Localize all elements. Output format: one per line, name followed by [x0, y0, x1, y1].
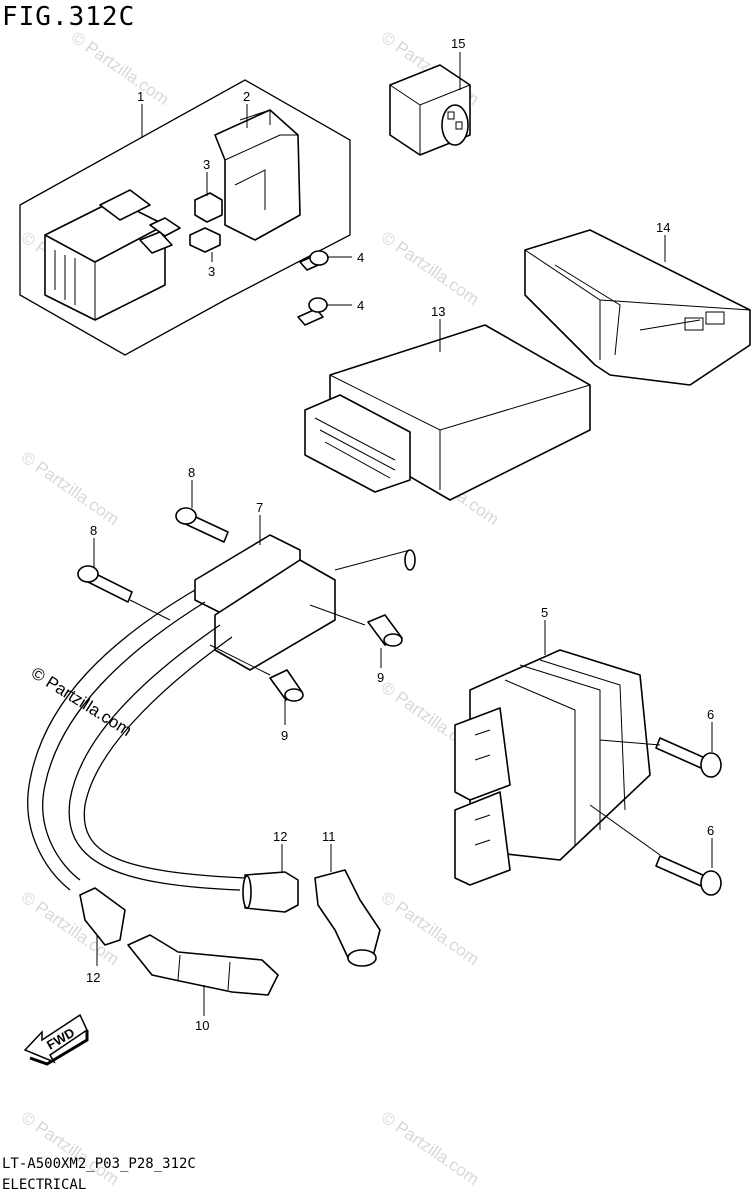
watermark-dark: © Partzilla.com: [28, 663, 135, 740]
part-2-relay-cover: [214, 109, 301, 241]
callout-5: 5: [541, 605, 548, 620]
part-12-plug-cap-right: [242, 871, 299, 913]
callout-12-right: 12: [273, 829, 287, 844]
watermark: © Partzilla.com: [378, 888, 483, 969]
callout-labels: 1 2 3 3 4 4 5 6 6 7 8 8 9 9 10 11 12 12 …: [86, 36, 714, 1033]
part-13-ecm-module: [304, 324, 591, 501]
callout-13: 13: [431, 304, 445, 319]
callout-15: 15: [451, 36, 465, 51]
part-15-connector: [389, 64, 471, 156]
callout-6-upper: 6: [707, 707, 714, 722]
watermark: © Partzilla.com: [68, 28, 173, 109]
callout-9-left: 9: [281, 728, 288, 743]
part-14-bracket-cover: [524, 229, 751, 386]
callout-8-upper: 8: [188, 465, 195, 480]
part-4-bolt-upper: [299, 250, 329, 271]
part-9-collar-right: [367, 614, 403, 647]
callout-14: 14: [656, 220, 670, 235]
callout-4-upper: 4: [357, 250, 364, 265]
part-8-bolt-lower: [77, 565, 133, 603]
callout-9-right: 9: [377, 670, 384, 685]
part-12-plug-cap-left: [79, 887, 126, 946]
part-7-ignition-coil: [194, 534, 416, 671]
callout-12-left: 12: [86, 970, 100, 985]
watermark: © Partzilla.com: [18, 448, 123, 529]
part-4-bolt-lower: [297, 297, 328, 326]
part-5-regulator-rectifier: [454, 649, 651, 886]
leader-lines: [93, 52, 713, 1016]
callout-8-lower: 8: [90, 523, 97, 538]
callout-10: 10: [195, 1018, 209, 1033]
callout-3-lower: 3: [208, 264, 215, 279]
callout-4-lower: 4: [357, 298, 364, 313]
part-3-fuse-upper: [194, 192, 223, 223]
callout-2: 2: [243, 89, 250, 104]
part-6-bolt-upper: [655, 737, 722, 778]
callout-3-upper: 3: [203, 157, 210, 172]
high-tension-cords: [27, 589, 246, 891]
figure-section: ELECTRICAL: [2, 1177, 87, 1193]
part-3-fuse-lower: [189, 227, 221, 253]
figure-code: LT-A500XM2_P03_P28_312C: [2, 1156, 196, 1172]
part-10-spark-plug-cap: [127, 934, 279, 996]
callout-6-lower: 6: [707, 823, 714, 838]
watermark: © Partzilla.com: [378, 228, 483, 309]
callout-1: 1: [137, 89, 144, 104]
part-8-bolt-upper: [175, 507, 229, 543]
callout-7: 7: [256, 500, 263, 515]
callout-11: 11: [322, 829, 336, 844]
fwd-arrow-icon: FWD: [23, 1013, 89, 1066]
part-11-spark-plug-cap: [314, 869, 381, 967]
figure-title: FIG.312C: [2, 2, 136, 32]
part-6-bolt-lower: [655, 855, 722, 896]
part-1-starter-relay-assembly: [19, 79, 351, 356]
watermark: © Partzilla.com: [378, 1108, 483, 1189]
part-9-collar-left: [269, 669, 304, 702]
